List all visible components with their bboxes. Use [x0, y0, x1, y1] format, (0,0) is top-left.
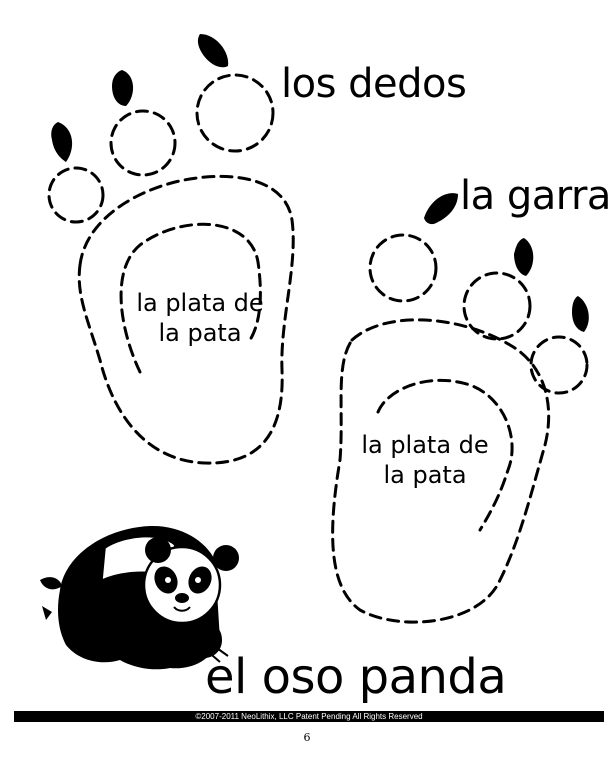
- claw-label: la garra: [460, 173, 611, 219]
- right-paw-inner: [376, 378, 514, 532]
- left-toe-2: [109, 109, 177, 177]
- animal-title: el oso panda: [205, 649, 507, 705]
- right-toe-3: [529, 335, 589, 395]
- right-paw-outline: [331, 318, 551, 624]
- page-number: 6: [303, 731, 311, 744]
- right-toe-2: [462, 271, 532, 341]
- claw-icon: [112, 70, 134, 106]
- footer-bar: ©2007-2011 NeoLithix, LLC Patent Pending…: [14, 711, 604, 722]
- panda-illustration: [40, 525, 239, 670]
- left-paw-outline: [77, 174, 295, 465]
- right-pad-label: la plata de la pata: [345, 430, 505, 490]
- left-paw-inner: [119, 222, 262, 374]
- left-toe-1: [47, 166, 105, 224]
- left-pad-label-line2: la pata: [158, 319, 242, 347]
- toes-label: los dedos: [281, 61, 467, 107]
- left-toe-3: [195, 73, 275, 153]
- copyright-text: ©2007-2011 NeoLithix, LLC Patent Pending…: [195, 712, 423, 721]
- left-pad-label: la plata de la pata: [120, 288, 280, 348]
- claw-icon: [572, 296, 589, 332]
- claw-icon: [514, 238, 534, 276]
- right-pad-label-line2: la pata: [383, 461, 467, 489]
- claw-icon: [424, 193, 458, 225]
- claw-icon: [51, 122, 73, 162]
- right-pad-label-line1: la plata de: [361, 431, 489, 459]
- left-pad-label-line1: la plata de: [136, 289, 264, 317]
- right-toe-1: [368, 233, 438, 303]
- claw-icon: [197, 34, 229, 68]
